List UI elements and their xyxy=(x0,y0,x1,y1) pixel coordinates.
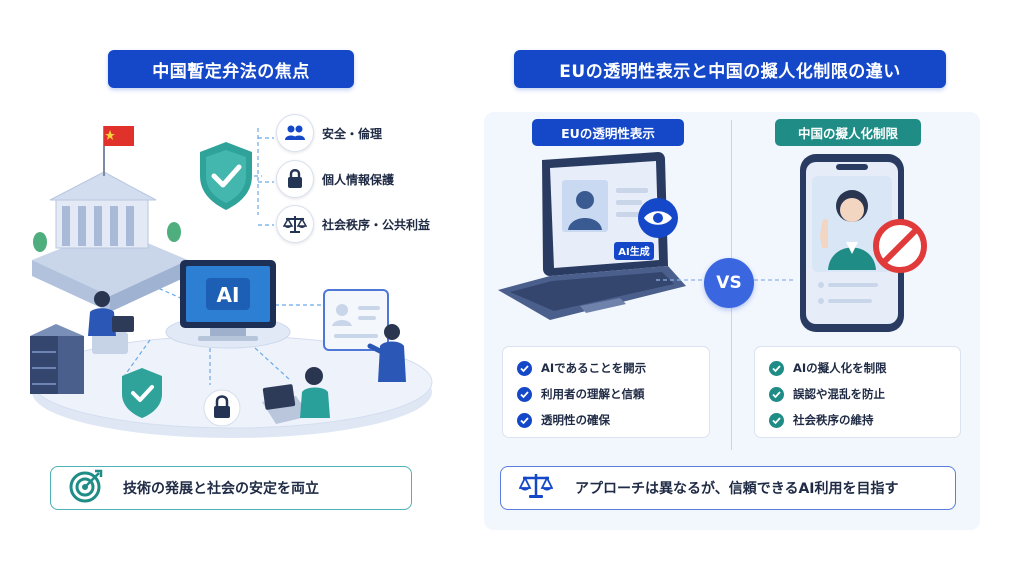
person-laptop-icon xyxy=(88,291,134,354)
right-banner: アプローチは異なるが、信頼できるAI利用を目指す xyxy=(500,466,956,510)
target-icon xyxy=(69,469,103,507)
person-presenting-icon xyxy=(367,324,406,382)
list-item: AIの擬人化を制限 xyxy=(769,355,960,381)
list-item: 透明性の確保 xyxy=(517,407,709,433)
eye-icon xyxy=(638,198,678,238)
lock-icon xyxy=(203,389,241,427)
legend-social-order: 社会秩序・公共利益 xyxy=(276,205,430,243)
legend-label: 安全・倫理 xyxy=(322,126,383,141)
check-label: 透明性の確保 xyxy=(541,413,610,427)
ai-monitor-icon: AI xyxy=(180,260,276,341)
server-rack-icon xyxy=(30,324,84,394)
right-banner-text: アプローチは異なるが、信頼できるAI利用を目指す xyxy=(575,481,899,497)
eu-checklist: AIであることを開示 利用者の理解と信頼 透明性の確保 xyxy=(502,346,710,438)
legend-label: 社会秩序・公共利益 xyxy=(322,217,431,232)
left-title: 中国暫定弁法の焦点 xyxy=(108,50,354,88)
china-anthropomorphism-label: 中国の擬人化制限 xyxy=(775,119,921,146)
government-building-icon xyxy=(32,126,188,312)
legend-label: 個人情報保護 xyxy=(322,172,395,187)
check-label: AIであることを開示 xyxy=(541,361,647,375)
check-label: AIの擬人化を制限 xyxy=(793,361,887,375)
list-item: AIであることを開示 xyxy=(517,355,709,381)
phone-illustration xyxy=(800,154,927,332)
check-icon xyxy=(517,386,532,402)
list-item: 利用者の理解と信頼 xyxy=(517,381,709,407)
list-item: 社会秩序の維持 xyxy=(769,407,960,433)
shield-check-icon xyxy=(122,368,162,418)
vs-connectors xyxy=(656,279,796,281)
check-icon xyxy=(517,412,532,428)
lock-icon xyxy=(276,160,314,198)
scales-icon xyxy=(518,472,554,504)
scales-icon xyxy=(276,205,314,243)
id-card-icon xyxy=(323,289,389,351)
check-icon xyxy=(769,412,784,428)
legend-safety-ethics: 安全・倫理 xyxy=(276,114,382,152)
shield-check-icon xyxy=(200,142,252,210)
monitor-label: AI xyxy=(217,283,240,307)
people-icon xyxy=(276,114,314,152)
check-label: 利用者の理解と信頼 xyxy=(541,387,645,401)
list-item: 誤認や混乱を防止 xyxy=(769,381,960,407)
prohibited-icon xyxy=(873,219,927,273)
check-label: 誤認や混乱を防止 xyxy=(793,387,885,401)
laptop-illustration: AI生成 xyxy=(498,152,686,320)
ai-generated-badge: AI生成 xyxy=(618,245,649,258)
check-label: 社会秩序の維持 xyxy=(793,413,874,427)
left-banner: 技術の発展と社会の安定を両立 xyxy=(50,466,412,510)
person-laptop-icon xyxy=(262,367,330,424)
check-icon xyxy=(769,360,784,376)
user-profile-icon xyxy=(562,180,608,232)
china-policy-illustration: AI xyxy=(30,126,433,438)
right-title: EUの透明性表示と中国の擬人化制限の違い xyxy=(514,50,946,88)
check-icon xyxy=(517,360,532,376)
vs-badge: VS xyxy=(704,258,754,308)
eu-transparency-label: EUの透明性表示 xyxy=(532,119,684,146)
ai-avatar-icon xyxy=(812,176,892,272)
china-checklist: AIの擬人化を制限 誤認や混乱を防止 社会秩序の維持 xyxy=(754,346,961,438)
legend-privacy: 個人情報保護 xyxy=(276,160,394,198)
check-icon xyxy=(769,386,784,402)
left-banner-text: 技術の発展と社会の安定を両立 xyxy=(123,481,319,497)
